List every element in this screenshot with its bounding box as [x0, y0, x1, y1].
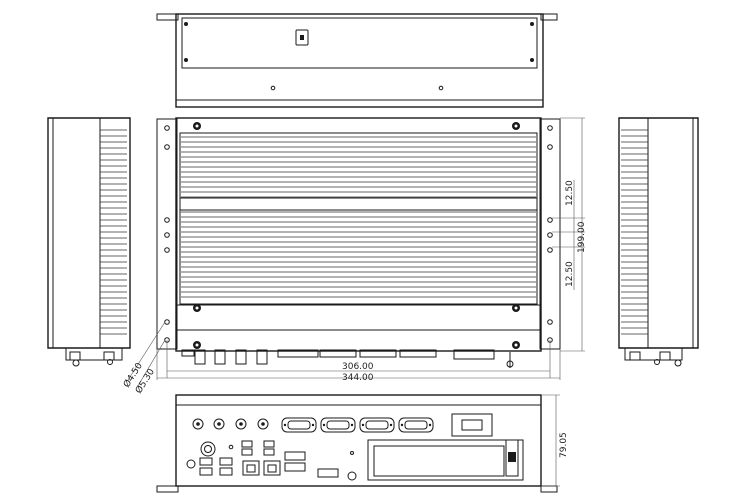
usb-port[interactable]	[263, 440, 275, 448]
left-side-view	[47, 117, 131, 367]
mounting-hole	[164, 144, 170, 150]
db9-serial-port[interactable]	[281, 417, 317, 433]
usb-port[interactable]	[219, 457, 233, 466]
mounting-hole	[164, 217, 170, 223]
dim-306: 306.00	[342, 362, 374, 372]
antenna-connector	[257, 418, 269, 430]
screw	[512, 122, 520, 130]
usb-port[interactable]	[199, 467, 213, 476]
mounting-hole	[547, 217, 553, 223]
left-mounting-bracket	[156, 118, 178, 350]
db9-serial-port[interactable]	[359, 417, 395, 433]
mounting-hole	[547, 125, 553, 131]
displayport[interactable]	[284, 451, 306, 461]
vertical-dimensions: 12.50 199.00 12.50	[552, 117, 587, 352]
top-view	[156, 13, 558, 108]
screw	[193, 122, 201, 130]
dim-upper-spacing: 12.50	[565, 180, 575, 206]
mounting-hole	[547, 144, 553, 150]
mounting-hole	[164, 232, 170, 238]
bottom-connector-strip	[181, 349, 514, 368]
dim-height: 79.05	[559, 432, 569, 458]
antenna-connector	[213, 418, 225, 430]
center-band	[179, 197, 538, 211]
mounting-hole	[164, 319, 170, 325]
usb-port[interactable]	[199, 457, 213, 466]
mounting-hole	[547, 247, 553, 253]
mounting-hole	[547, 232, 553, 238]
expansion-slot	[367, 439, 524, 481]
dim-344: 344.00	[342, 373, 374, 383]
screw	[512, 341, 520, 349]
power-button[interactable]	[200, 441, 216, 457]
right-side-view	[618, 117, 699, 367]
displayport[interactable]	[284, 462, 306, 472]
usb-port[interactable]	[241, 448, 253, 456]
mounting-hole	[164, 125, 170, 131]
com-port-right	[451, 413, 493, 437]
io-panel-view: 79.05	[156, 394, 569, 493]
dim-center-spacing: 199.00	[577, 221, 587, 253]
usb-port[interactable]	[263, 448, 275, 456]
hdmi-port[interactable]	[317, 468, 339, 478]
dim-lower-spacing: 12.50	[565, 261, 575, 287]
chassis-body	[175, 117, 542, 352]
screw	[512, 304, 520, 312]
antenna-connector	[192, 418, 204, 430]
db9-serial-port[interactable]	[398, 417, 434, 433]
usb-port[interactable]	[241, 440, 253, 448]
lan-port[interactable]	[242, 460, 260, 476]
right-mounting-bracket	[539, 118, 561, 350]
mounting-hole	[547, 319, 553, 325]
db9-serial-port[interactable]	[320, 417, 356, 433]
screw	[193, 304, 201, 312]
screw	[193, 341, 201, 349]
antenna-connector	[235, 418, 247, 430]
front-view: 12.50 199.00 12.50 306.00 344.00 Ø4.50 Ø…	[121, 117, 587, 396]
lan-port[interactable]	[263, 460, 281, 476]
usb-port[interactable]	[219, 467, 233, 476]
mounting-hole	[164, 247, 170, 253]
